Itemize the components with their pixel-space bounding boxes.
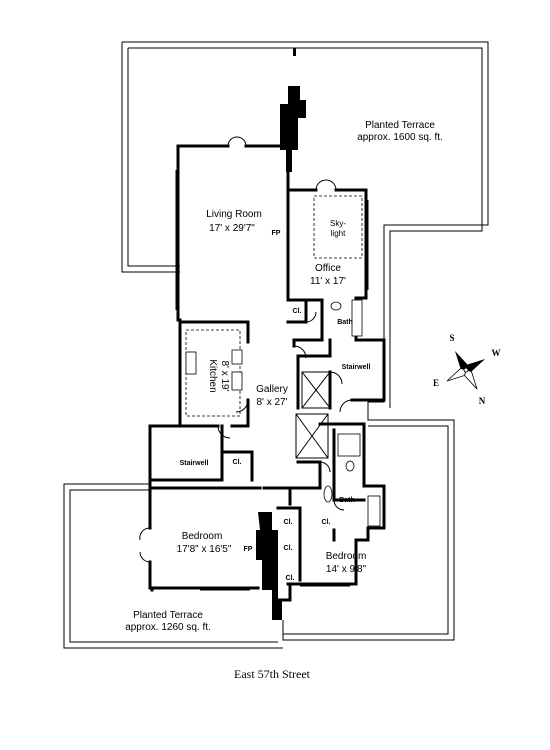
kitchen-name: Kitchen	[207, 359, 218, 392]
gallery-dims: 8' x 27'	[256, 397, 287, 408]
skylight-line-1: Sky-	[330, 219, 346, 228]
office-name: Office	[315, 263, 341, 274]
compass-rose-icon	[446, 350, 486, 390]
skylight-line-2: light	[331, 229, 346, 238]
terrace-south-outline	[63, 425, 449, 649]
kitchen-sink	[231, 349, 243, 365]
bath-closet-label: Cl.	[322, 519, 331, 526]
living-room-dims: 17' x 29'7"	[209, 223, 255, 234]
large-bedroom-dims: 17'8" x 16'5"	[177, 544, 232, 555]
living-room-name: Living Room	[206, 209, 262, 220]
compass-east-label: E	[433, 378, 439, 388]
bedroom-closet-2-label: Cl.	[284, 545, 293, 552]
lower-bath-shower	[337, 433, 361, 457]
small-bedroom-name: Bedroom	[326, 551, 367, 562]
terrace-north-outline	[121, 41, 489, 641]
kitchen-dims: 8' x 19'	[219, 360, 230, 391]
small-bedroom-dims: 14' x 9'8"	[326, 564, 367, 575]
bedroom-closet-3-label: Cl.	[286, 575, 295, 582]
terrace-south-name: Planted Terrace	[133, 610, 203, 621]
lower-bath-toilet	[345, 460, 355, 472]
upper-bath-label: Bath	[337, 319, 353, 326]
kitchen-refrigerator	[231, 371, 243, 391]
office-closet-label: Cl.	[293, 308, 302, 315]
bedroom-fireplace-label: FP	[244, 546, 253, 553]
street-label: East 57th Street	[234, 667, 311, 681]
stair-closet-label: Cl.	[233, 459, 242, 466]
living-fireplace-label: FP	[272, 230, 281, 237]
lower-bath-label: Bath	[339, 497, 355, 504]
office-dims: 11' x 17'	[310, 276, 346, 287]
lower-bath-sink	[323, 485, 333, 503]
west-stairwell-label: Stairwell	[180, 460, 209, 467]
compass-west-label: W	[492, 348, 501, 358]
large-bedroom-name: Bedroom	[182, 531, 223, 542]
window-marks	[175, 170, 369, 591]
lower-bath-tub	[367, 495, 381, 527]
gallery-name: Gallery	[256, 384, 288, 395]
east-stairwell-label: Stairwell	[342, 364, 371, 371]
upper-bath-toilet	[330, 301, 342, 311]
door-swings	[139, 136, 353, 563]
compass-south-label: S	[449, 333, 454, 343]
terrace-north-name: Planted Terrace	[365, 120, 435, 131]
bedroom-closet-1-label: Cl.	[284, 519, 293, 526]
terrace-south-area: approx. 1260 sq. ft.	[125, 622, 211, 633]
terrace-north-area: approx. 1600 sq. ft.	[357, 132, 443, 143]
stair-box-lower	[295, 413, 329, 459]
stair-box-upper	[301, 371, 331, 409]
upper-bath-tub	[351, 299, 363, 337]
compass-north-label: N	[479, 396, 486, 406]
kitchen-range	[185, 351, 197, 375]
